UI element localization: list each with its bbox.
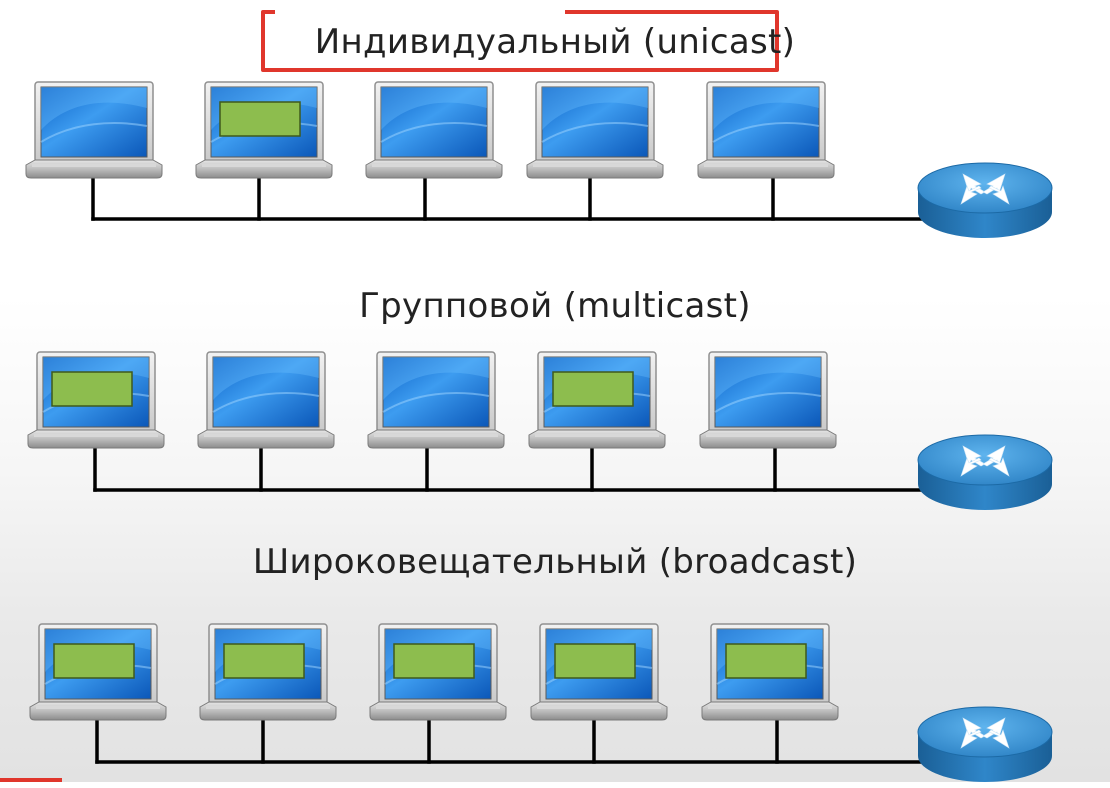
laptop-icon-receiving <box>529 622 669 722</box>
laptop-icon-receiving <box>26 350 166 450</box>
laptop-icon <box>196 350 336 450</box>
laptop-icon <box>366 350 506 450</box>
section-title-broadcast: Широковещательный (broadcast) <box>252 542 858 582</box>
laptop-icon <box>364 80 504 180</box>
laptop-icon-receiving <box>368 622 508 722</box>
laptop-icon <box>525 80 665 180</box>
section-title-unicast: Индивидуальный (unicast) <box>314 22 796 62</box>
laptop-icon-receiving <box>527 350 667 450</box>
laptop-icon-receiving <box>194 80 334 180</box>
router-icon <box>915 160 1055 240</box>
laptop-icon-receiving <box>28 622 168 722</box>
laptop-icon <box>696 80 836 180</box>
laptop-icon-receiving <box>700 622 840 722</box>
laptop-icon <box>698 350 838 450</box>
laptop-icon-receiving <box>198 622 338 722</box>
router-icon <box>915 432 1055 512</box>
router-icon <box>915 704 1055 784</box>
laptop-icon <box>24 80 164 180</box>
progress-accent <box>0 778 62 782</box>
title-highlight-gap <box>275 8 565 16</box>
section-title-multicast: Групповой (multicast) <box>359 286 751 326</box>
